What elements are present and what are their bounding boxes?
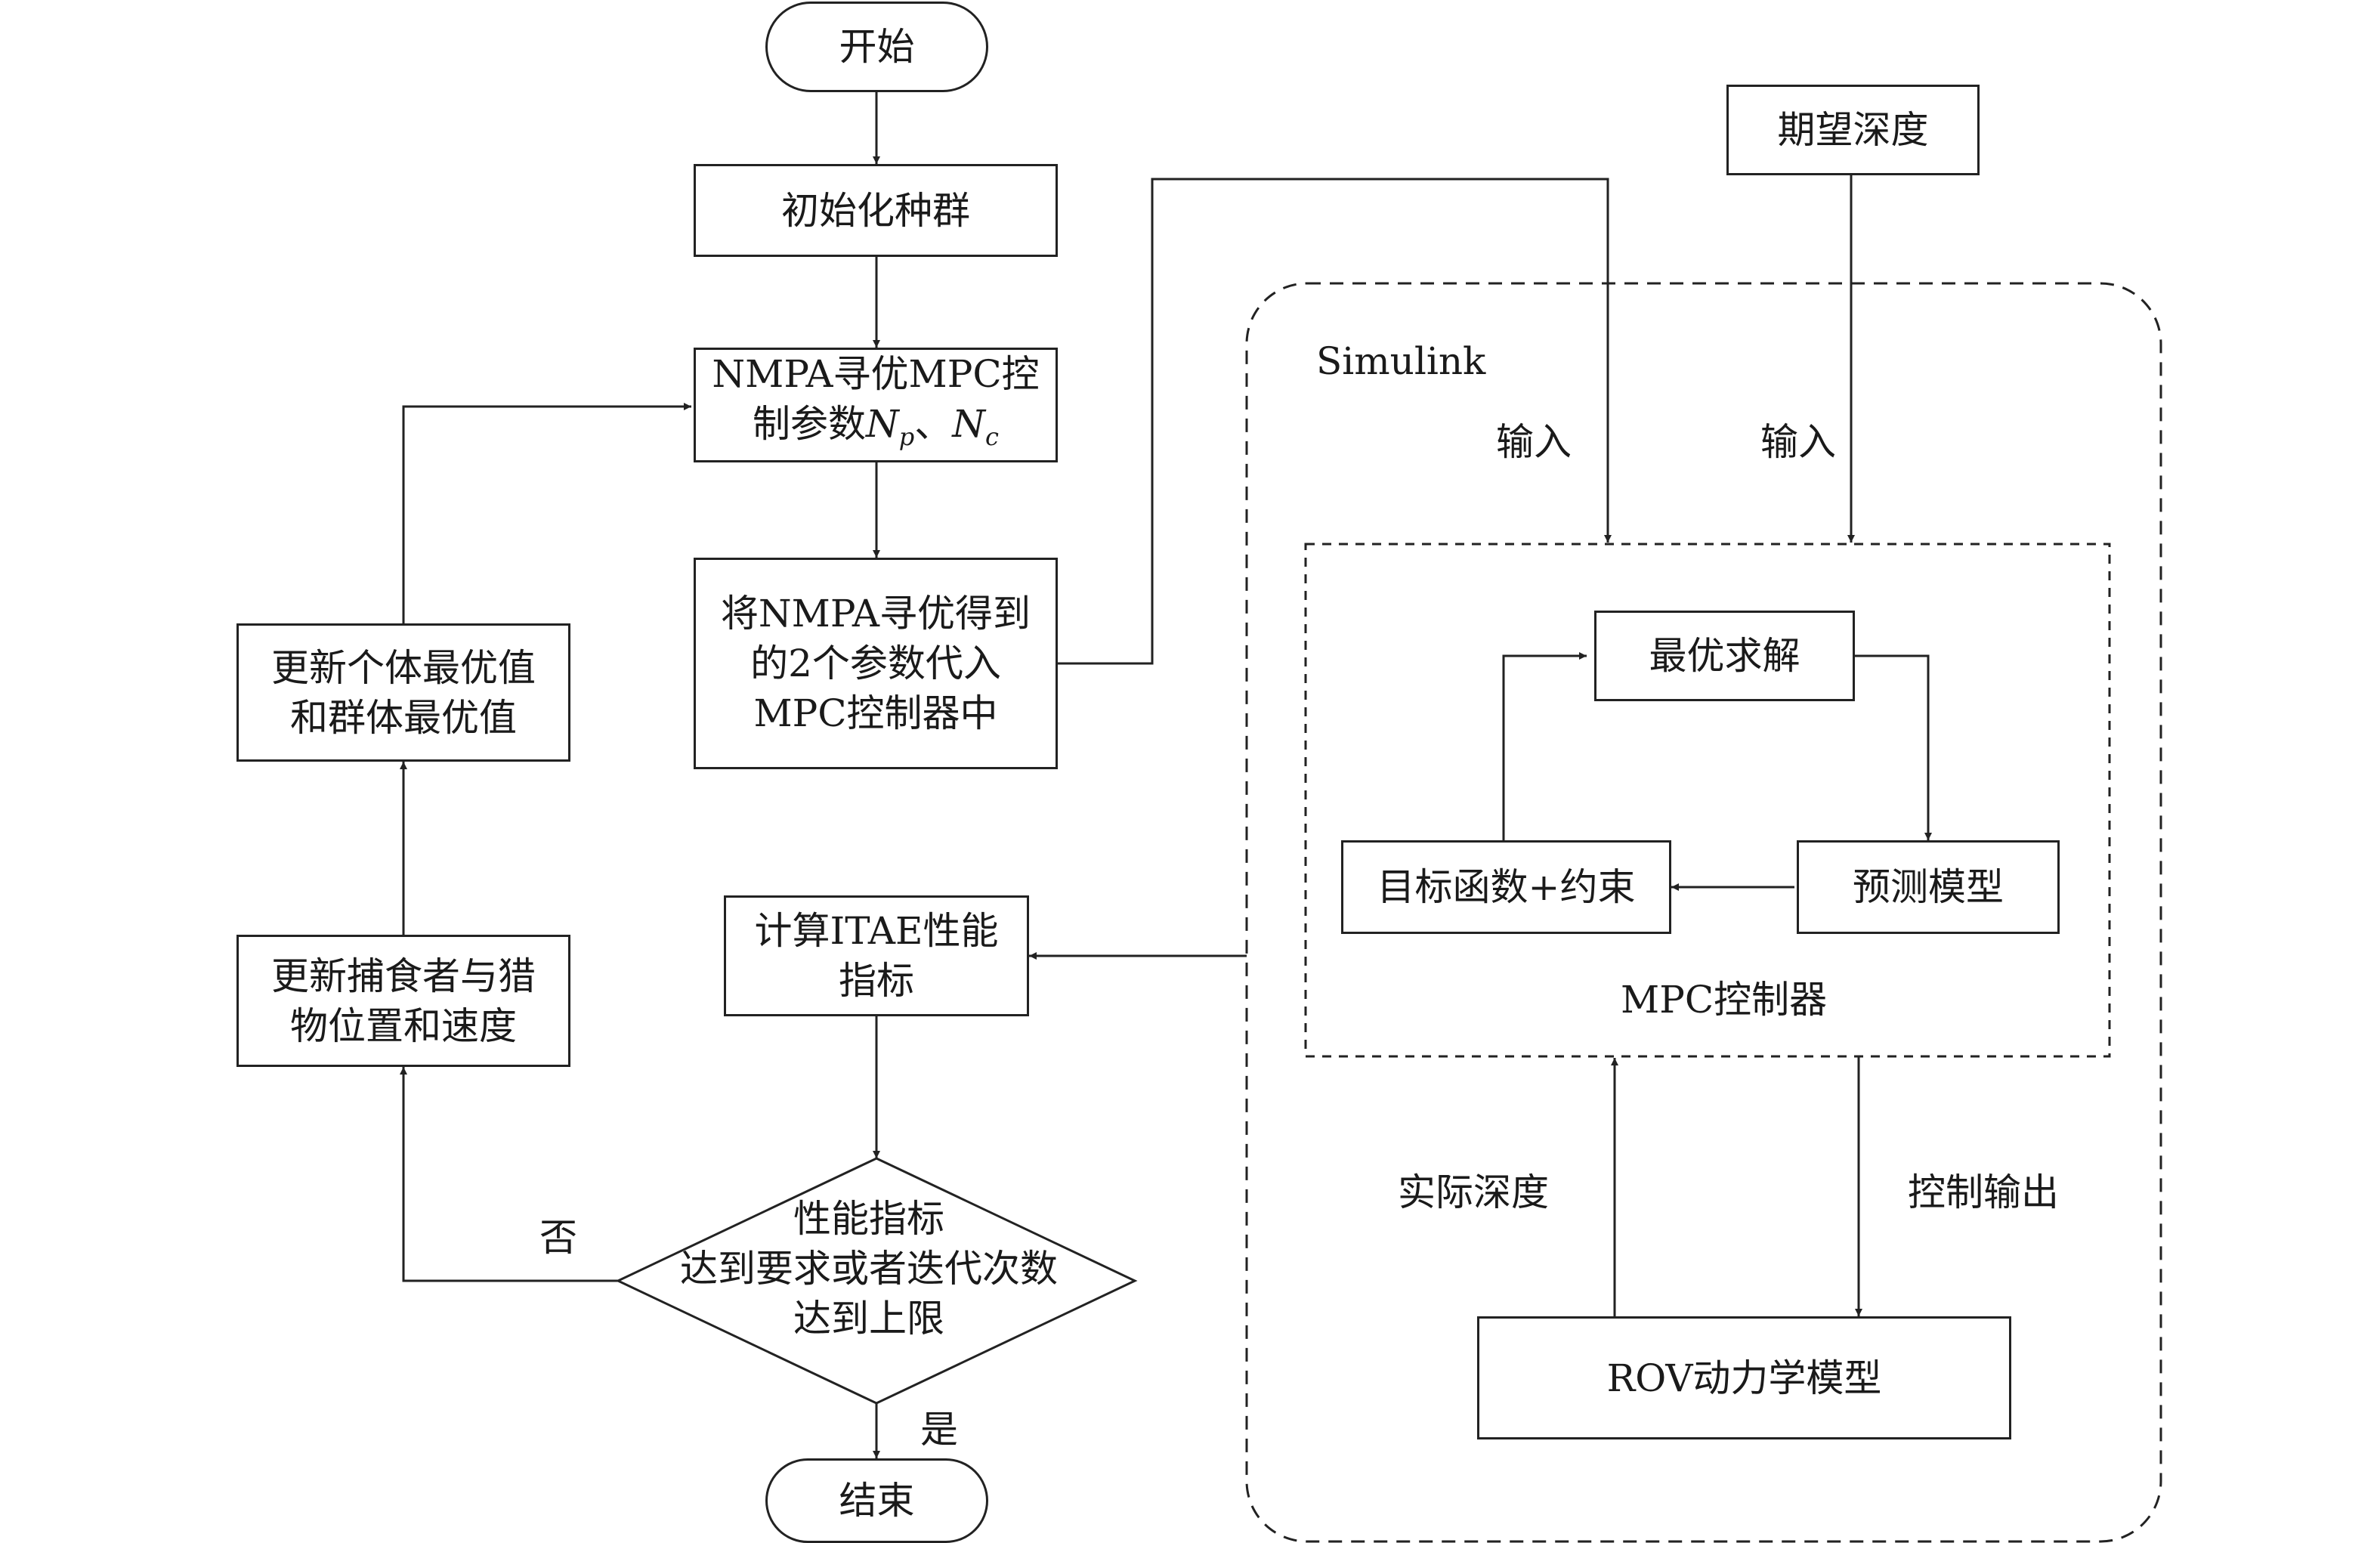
update-best-line1: 更新个体最优值 (271, 645, 536, 690)
optimal-solve-label: 最优求解 (1649, 634, 1800, 678)
mpc-controller-label: MPC控制器 (1621, 978, 1828, 1022)
objective-constraint-box[interactable]: 目标函数+约束 (1341, 840, 1671, 934)
update-position-line2: 物位置和速度 (290, 1003, 517, 1048)
update-best-box[interactable]: 更新个体最优值 和群体最优值 (236, 623, 570, 762)
apply-parameters-line2: 的2个参数代入 (750, 642, 1001, 685)
yes-label: 是 (920, 1408, 958, 1452)
nc-subscript: c (985, 422, 999, 451)
objective-constraint-label: 目标函数+约束 (1377, 865, 1636, 909)
predict-model-box[interactable]: 预测模型 (1797, 840, 2060, 934)
simulink-title: Simulink (1316, 339, 1486, 383)
nmpa-optimize-line2: 制参数Np、Nc (753, 399, 999, 462)
desired-depth-box[interactable]: 期望深度 (1726, 85, 1980, 175)
apply-parameters-box[interactable]: 将NMPA寻优得到 的2个参数代入 MPC控制器中 (694, 558, 1058, 769)
input-label-left: 输入 (1496, 420, 1572, 464)
arrow-objective-to-solve (1502, 652, 1587, 840)
end-terminal[interactable]: 结束 (765, 1458, 988, 1543)
decision-text: 性能指标 达到要求或者迭代次数 达到上限 (620, 1194, 1118, 1344)
compute-itae-line1: 计算ITAE性能 (754, 909, 999, 953)
param-separator: 、 (914, 401, 953, 446)
arrow-apply-to-simulink (1058, 178, 1612, 665)
end-label: 结束 (839, 1479, 915, 1523)
decision-line3: 达到上限 (793, 1297, 944, 1340)
apply-parameters-line1: 将NMPA寻优得到 (720, 592, 1031, 635)
nmpa-optimize-line2-prefix: 制参数 (753, 401, 867, 446)
predict-model-label: 预测模型 (1853, 865, 2004, 909)
nmpa-optimize-line1: NMPA寻优MPC控 (712, 351, 1040, 396)
apply-parameters-line3: MPC控制器中 (753, 691, 998, 735)
nc-symbol: N (952, 401, 986, 446)
no-label: 否 (539, 1216, 577, 1260)
nmpa-optimize-box[interactable]: NMPA寻优MPC控 制参数Np、Nc (694, 348, 1058, 462)
update-best-line2: 和群体最优值 (290, 695, 517, 740)
simulink-container (1245, 282, 2162, 1543)
desired-depth-label: 期望深度 (1777, 108, 1929, 152)
arrow-solve-to-predict (1855, 654, 1932, 840)
arrow-update-best-to-optimize (402, 403, 691, 623)
input-label-right: 输入 (1760, 420, 1836, 464)
optimal-solve-box[interactable]: 最优求解 (1594, 611, 1855, 701)
start-terminal[interactable]: 开始 (765, 2, 988, 92)
init-population-box[interactable]: 初始化种群 (694, 164, 1058, 257)
rov-dynamics-label: ROV动力学模型 (1606, 1356, 1882, 1400)
update-position-line1: 更新捕食者与猎 (271, 954, 536, 998)
compute-itae-line2: 指标 (839, 959, 914, 1003)
np-symbol: N (866, 401, 899, 446)
mpc-controller-container (1304, 543, 2111, 1058)
arrow-decision-no (400, 1067, 618, 1282)
compute-itae-box[interactable]: 计算ITAE性能 指标 (724, 895, 1029, 1016)
rov-dynamics-box[interactable]: ROV动力学模型 (1477, 1316, 2011, 1439)
control-output-label: 控制输出 (1908, 1170, 2059, 1214)
update-position-box[interactable]: 更新捕食者与猎 物位置和速度 (236, 935, 570, 1067)
decision-line2: 达到要求或者迭代次数 (680, 1247, 1058, 1291)
actual-depth-label: 实际深度 (1398, 1170, 1549, 1214)
start-label: 开始 (839, 25, 915, 69)
init-population-label: 初始化种群 (781, 188, 970, 233)
decision-line1: 性能指标 (793, 1197, 944, 1241)
np-subscript: p (898, 422, 915, 451)
